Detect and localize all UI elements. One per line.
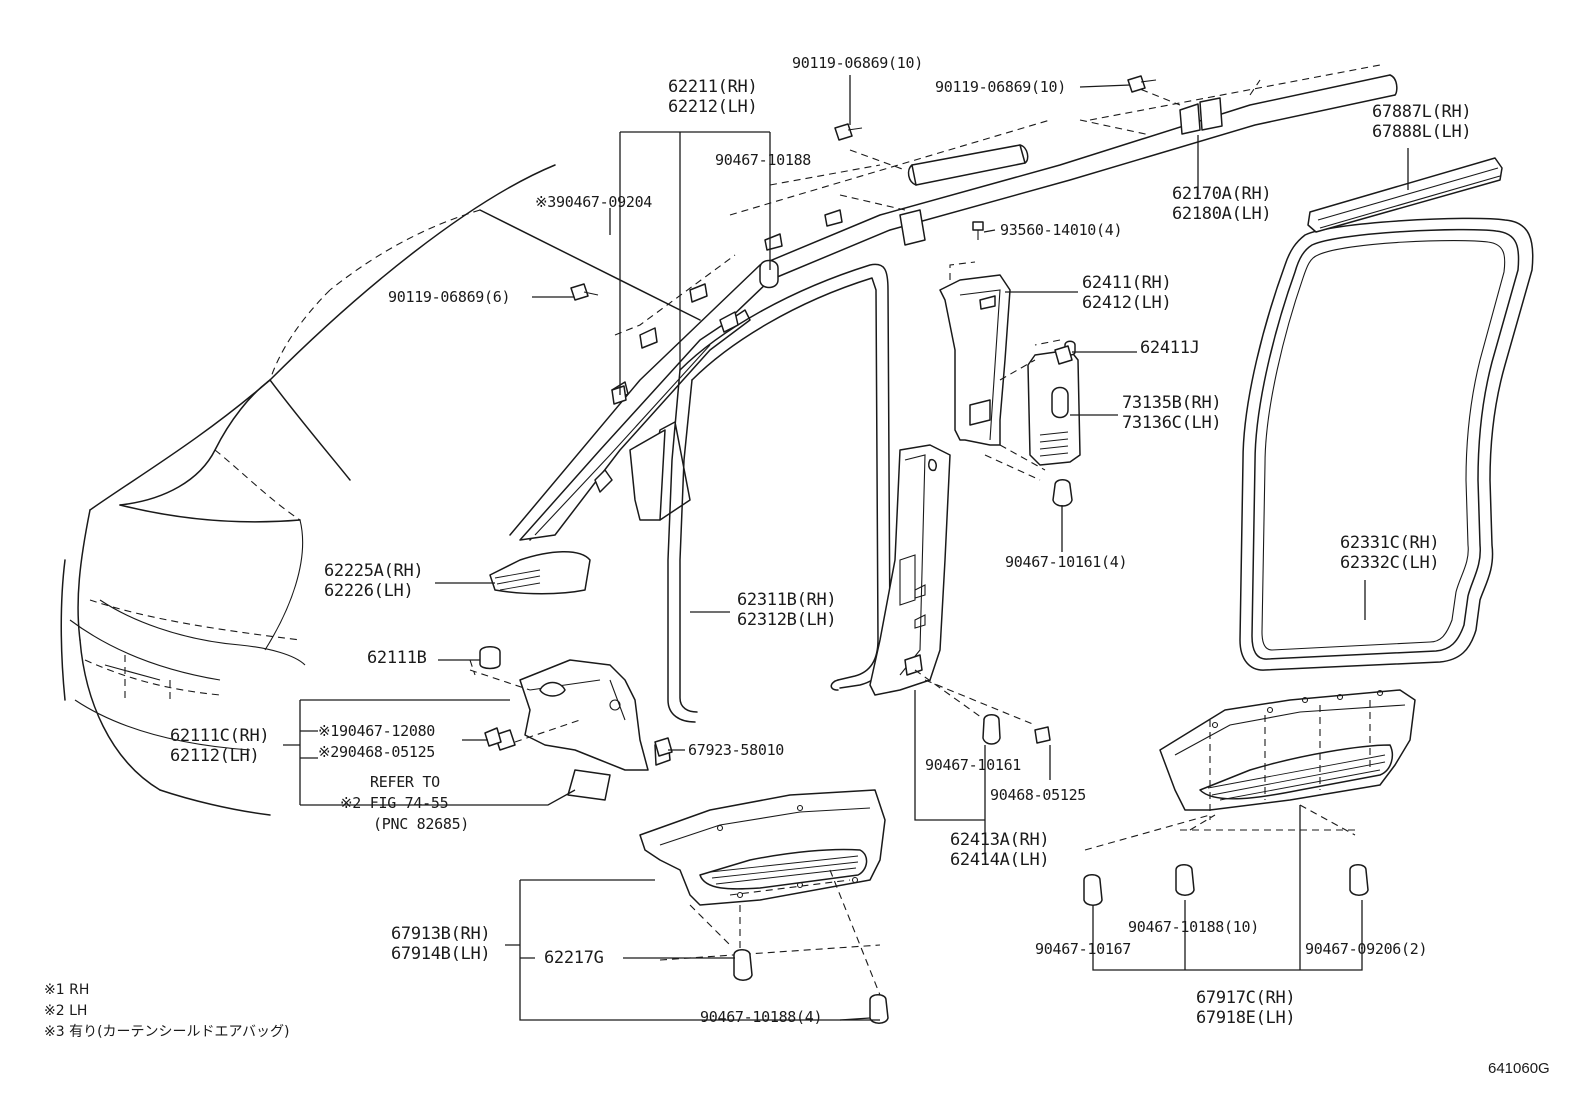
label-refer-pnc: (PNC 82685) <box>373 815 470 833</box>
label-90468-05125-a: ※290468-05125 <box>318 743 436 761</box>
note-curtain-airbag: ※3 有り(カーテンシールドエアバッグ) <box>44 1024 290 1040</box>
label-90467-10188-top: 90467-10188 <box>715 151 812 169</box>
label-62170A: 62170A(RH) <box>1172 184 1272 204</box>
label-90467-10167: 90467-10167 <box>1035 940 1132 958</box>
label-62413A: 62413A(RH) <box>950 830 1050 850</box>
label-62217G: 62217G <box>544 948 604 968</box>
label-90467-12080: ※190467-12080 <box>318 722 436 740</box>
label-62226: 62226(LH) <box>324 581 414 601</box>
label-73135B: 73135B(RH) <box>1122 393 1222 413</box>
label-62212: 62212(LH) <box>668 97 758 117</box>
vehicle-body-outline <box>60 164 701 816</box>
label-67914B: 67914B(LH) <box>391 944 491 964</box>
label-62225A: 62225A(RH) <box>324 561 424 581</box>
note-lh: ※2 LH <box>44 1003 88 1019</box>
label-67888L: 67888L(LH) <box>1372 122 1472 142</box>
label-93560-14010: 93560-14010(4) <box>1000 221 1123 239</box>
label-62311B: 62311B(RH) <box>737 590 837 610</box>
roof-drip-weatherstrip <box>1307 157 1503 233</box>
label-90119-06869-10-a: 90119-06869(10) <box>792 54 923 72</box>
label-90467-10161: 90467-10161 <box>925 756 1022 774</box>
label-62180A: 62180A(LH) <box>1172 204 1272 224</box>
center-pillar-upper-garnish <box>939 261 1046 481</box>
label-90119-06869-6: 90119-06869(6) <box>388 288 511 306</box>
label-62211: 62211(RH) <box>668 77 758 97</box>
label-73136C: 73136C(LH) <box>1122 413 1222 433</box>
label-90467-09206-2: 90467-09206(2) <box>1305 940 1428 958</box>
lower-pillar-cover <box>489 551 591 595</box>
label-62331C: 62331C(RH) <box>1340 533 1440 553</box>
label-62411J: 62411J <box>1140 338 1200 358</box>
label-62414A: 62414A(LH) <box>950 850 1050 870</box>
fasteners <box>484 75 1369 1024</box>
roof-side-rail <box>509 64 1398 541</box>
label-90467-10188-4: 90467-10188(4) <box>700 1008 823 1026</box>
label-62312B: 62312B(LH) <box>737 610 837 630</box>
label-62332C: 62332C(LH) <box>1340 553 1440 573</box>
rear-door-scuff-plate <box>1084 689 1416 851</box>
label-67917C: 67917C(RH) <box>1196 988 1296 1008</box>
label-62111B: 62111B <box>367 648 427 668</box>
front-door-opening-trim <box>654 263 891 766</box>
label-62111C: 62111C(RH) <box>170 726 270 746</box>
label-refer-to: REFER TO <box>370 773 440 791</box>
label-62411: 62411(RH) <box>1082 273 1172 293</box>
label-90468-05125-b: 90468-05125 <box>990 786 1087 804</box>
label-62412: 62412(LH) <box>1082 293 1172 313</box>
a-pillar-garnish <box>519 309 751 541</box>
cowl-side-trim <box>469 646 649 801</box>
label-67918E: 67918E(LH) <box>1196 1008 1296 1028</box>
seat-belt-cover <box>999 339 1081 466</box>
leader-lines <box>283 75 1409 1021</box>
label-90467-10188-10: 90467-10188(10) <box>1128 918 1259 936</box>
label-90119-06869-10-b: 90119-06869(10) <box>935 78 1066 96</box>
label-90467-09204: ※390467-09204 <box>535 193 653 211</box>
label-refer-fig: ※2 FIG 74-55 <box>340 794 449 812</box>
figure-id: 641060G <box>1488 1060 1550 1077</box>
rear-door-weatherstrip <box>1239 217 1534 671</box>
note-rh: ※1 RH <box>44 982 90 998</box>
label-62112: 62112(LH) <box>170 746 260 766</box>
front-door-scuff-plate <box>639 789 886 996</box>
label-90467-10161-4: 90467-10161(4) <box>1005 553 1128 571</box>
label-67923-58010: 67923-58010 <box>688 741 785 759</box>
label-67887L: 67887L(RH) <box>1372 102 1472 122</box>
center-pillar-lower-garnish <box>869 444 1036 726</box>
label-67913B: 67913B(RH) <box>391 924 491 944</box>
